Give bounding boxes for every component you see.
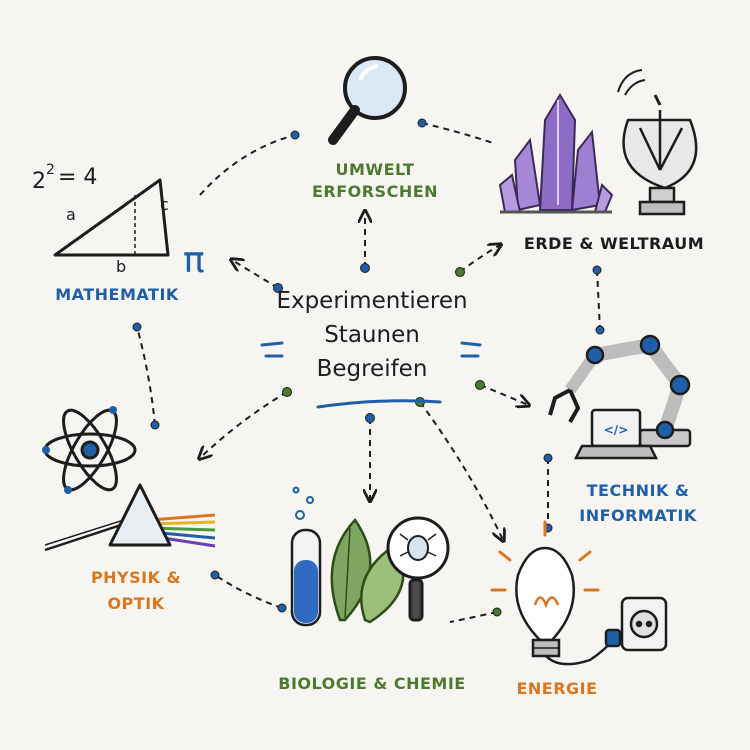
dot bbox=[360, 263, 370, 273]
bug-magnifier-icon bbox=[386, 516, 450, 622]
dot bbox=[277, 603, 287, 613]
dot bbox=[455, 267, 465, 277]
equation-exponent: 2 bbox=[46, 162, 55, 178]
topic-physik: PHYSIK & OPTIK bbox=[42, 406, 216, 613]
dot bbox=[592, 265, 602, 275]
triangle-icon bbox=[53, 178, 170, 257]
center-group: Experimentieren Staunen Begreifen bbox=[260, 288, 482, 409]
dot bbox=[282, 387, 292, 397]
center-line-3: Begreifen bbox=[317, 356, 428, 382]
mathematik-label: MATHEMATIK bbox=[55, 285, 179, 304]
satellite-dish-icon bbox=[617, 69, 698, 216]
physik-label-2: OPTIK bbox=[107, 594, 164, 613]
connector-center-energie bbox=[419, 401, 503, 540]
equation-rest: = 4 bbox=[58, 165, 97, 190]
center-line-1: Experimentieren bbox=[276, 288, 467, 314]
energie-label: ENERGIE bbox=[516, 679, 597, 698]
light-bulb-icon bbox=[490, 520, 600, 658]
physik-label-1: PHYSIK & bbox=[91, 568, 181, 587]
dot bbox=[132, 322, 142, 332]
side-c-label: c bbox=[160, 195, 169, 214]
topic-umwelt: UMWELT ERFORSCHEN bbox=[312, 56, 438, 201]
connector-biologie-physik bbox=[214, 574, 283, 609]
center-underline bbox=[316, 399, 442, 409]
code-symbol: </> bbox=[604, 423, 629, 437]
prism-icon bbox=[44, 483, 216, 552]
dot bbox=[595, 325, 605, 335]
technik-label-1: TECHNIK & bbox=[587, 481, 690, 500]
crystal-icon bbox=[498, 93, 614, 214]
accent-mark-left bbox=[260, 341, 284, 358]
robot-arm-icon bbox=[548, 334, 692, 448]
dot bbox=[475, 380, 485, 390]
topic-biologie: BIOLOGIE & CHEMIE bbox=[278, 486, 465, 693]
dot bbox=[210, 570, 220, 580]
dot bbox=[417, 118, 427, 128]
umwelt-label-1: UMWELT bbox=[336, 160, 415, 179]
topic-erde: ERDE & WELTRAUM bbox=[498, 69, 704, 253]
equation-base: 2 bbox=[32, 169, 46, 194]
dot bbox=[543, 453, 553, 463]
connector-umwelt-erde bbox=[421, 122, 494, 144]
power-outlet-icon bbox=[545, 596, 668, 666]
dot bbox=[365, 413, 375, 423]
topic-mathematik: 2 2 = 4 a b c π MATHEMATIK bbox=[32, 162, 205, 304]
umwelt-label-2: ERFORSCHEN bbox=[312, 182, 438, 201]
erde-label: ERDE & WELTRAUM bbox=[524, 234, 704, 253]
accent-mark-right bbox=[460, 341, 482, 358]
dot bbox=[492, 607, 502, 617]
dot bbox=[150, 420, 160, 430]
technik-label-2: INFORMATIK bbox=[579, 506, 697, 525]
test-tube-icon bbox=[290, 486, 322, 627]
connector-mathematik-umwelt bbox=[199, 134, 296, 196]
laptop-icon bbox=[573, 408, 659, 460]
connector-center-erde bbox=[459, 245, 500, 273]
connector-center-mathematik bbox=[232, 260, 279, 289]
center-line-2: Staunen bbox=[324, 322, 420, 348]
connector-erde-technik bbox=[596, 269, 601, 331]
topic-technik: </> TECHNIK & INFORMATIK bbox=[548, 334, 697, 525]
side-b-label: b bbox=[116, 257, 126, 276]
connector-physik-mathematik bbox=[136, 326, 156, 426]
pi-symbol: π bbox=[183, 240, 205, 281]
biologie-label: BIOLOGIE & CHEMIE bbox=[278, 674, 465, 693]
connector-center-physik bbox=[200, 391, 288, 458]
connector-center-technik bbox=[479, 384, 528, 405]
connectors bbox=[136, 122, 601, 623]
dot bbox=[273, 283, 283, 293]
side-a-label: a bbox=[66, 205, 76, 224]
connector-energie-biologie bbox=[449, 611, 498, 623]
topic-energie: ENERGIE bbox=[490, 520, 668, 698]
dot bbox=[290, 130, 300, 140]
atom-icon bbox=[42, 406, 137, 494]
magnifier-icon bbox=[328, 56, 407, 145]
